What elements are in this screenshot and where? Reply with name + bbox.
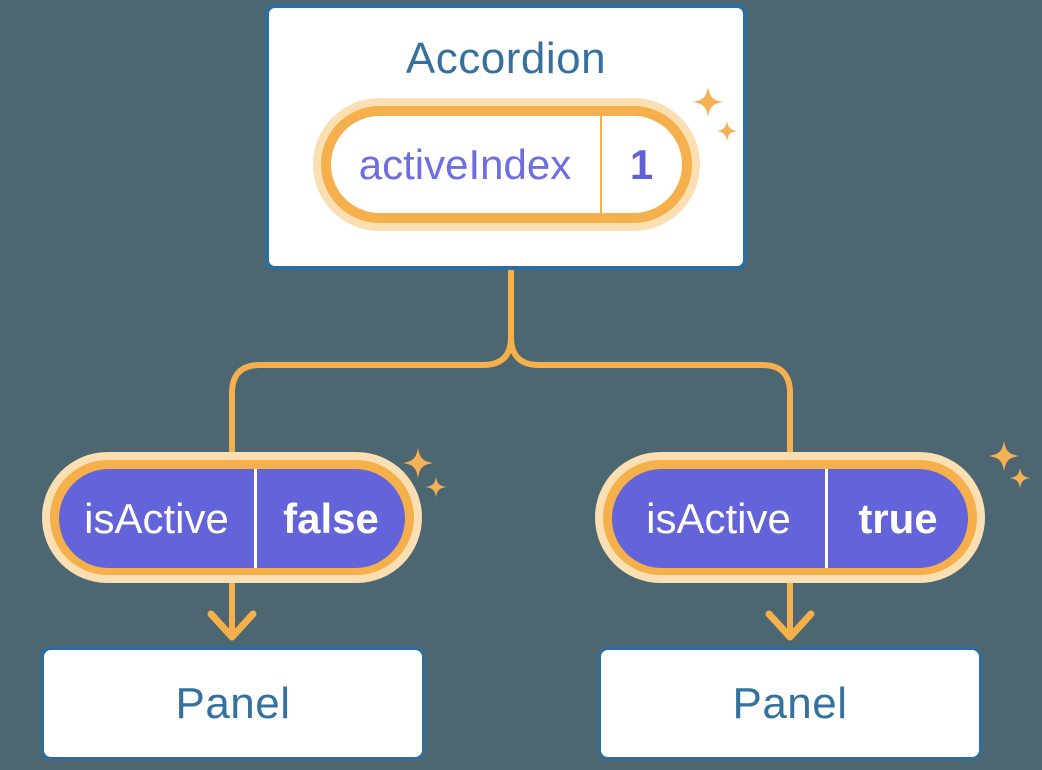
sparkle-icon xyxy=(402,447,434,479)
state-pill-divider xyxy=(599,116,602,213)
panel-right-title: Panel xyxy=(732,678,848,728)
prop-pill-right-divider xyxy=(825,469,828,568)
prop-pill-right-ring: isActive true xyxy=(603,460,977,575)
sparkle-icon xyxy=(1009,467,1031,489)
prop-pill-left-ring: isActive false xyxy=(50,460,414,575)
prop-pill-left-body: isActive false xyxy=(59,469,405,568)
prop-pill-right-label: isActive xyxy=(646,494,791,542)
panel-card-left: Panel xyxy=(41,647,425,760)
prop-pill-right: isActive true xyxy=(595,452,985,583)
sparkle-icon xyxy=(692,86,724,118)
accordion-card: Accordion activeIndex 1 xyxy=(265,4,747,270)
panel-card-right: Panel xyxy=(598,647,982,760)
arrow-down-left-icon xyxy=(207,610,257,641)
prop-pill-left-divider xyxy=(254,469,257,568)
sparkle-icon xyxy=(988,440,1020,472)
sparkle-icon xyxy=(425,476,447,498)
arrow-down-right-icon xyxy=(765,610,815,641)
state-pill-label: activeIndex xyxy=(358,140,572,188)
prop-pill-right-body: isActive true xyxy=(612,469,968,568)
state-pill: activeIndex 1 xyxy=(312,98,700,231)
panel-left-title: Panel xyxy=(175,678,291,728)
prop-pill-left-label: isActive xyxy=(84,494,229,542)
state-pill-ring: activeIndex 1 xyxy=(320,106,692,223)
prop-pill-left-value: false xyxy=(283,494,379,542)
state-pill-body: activeIndex 1 xyxy=(330,116,682,213)
connector-left-branch xyxy=(229,266,514,456)
prop-pill-left: isActive false xyxy=(42,452,422,583)
connector-right-branch xyxy=(508,266,793,456)
sparkle-icon xyxy=(716,120,738,142)
accordion-title: Accordion xyxy=(405,34,607,83)
prop-pill-right-value: true xyxy=(858,494,938,542)
state-pill-value: 1 xyxy=(629,140,654,188)
